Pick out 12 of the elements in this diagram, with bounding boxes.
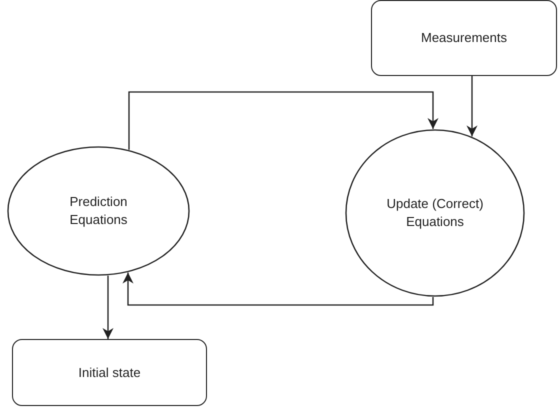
process-ellipse xyxy=(345,129,525,297)
node-label: Measurements xyxy=(421,29,507,47)
rounded-box xyxy=(371,0,557,76)
arrow xyxy=(102,276,114,339)
node-label: Prediction Equations xyxy=(68,193,128,229)
arrow xyxy=(466,76,478,136)
node-label: Initial state xyxy=(78,364,141,382)
arrow xyxy=(128,91,438,150)
process-ellipse xyxy=(7,146,190,276)
rounded-box xyxy=(12,339,207,406)
node-label: Update (Correct) Equations xyxy=(386,195,484,231)
arrow xyxy=(122,272,434,306)
